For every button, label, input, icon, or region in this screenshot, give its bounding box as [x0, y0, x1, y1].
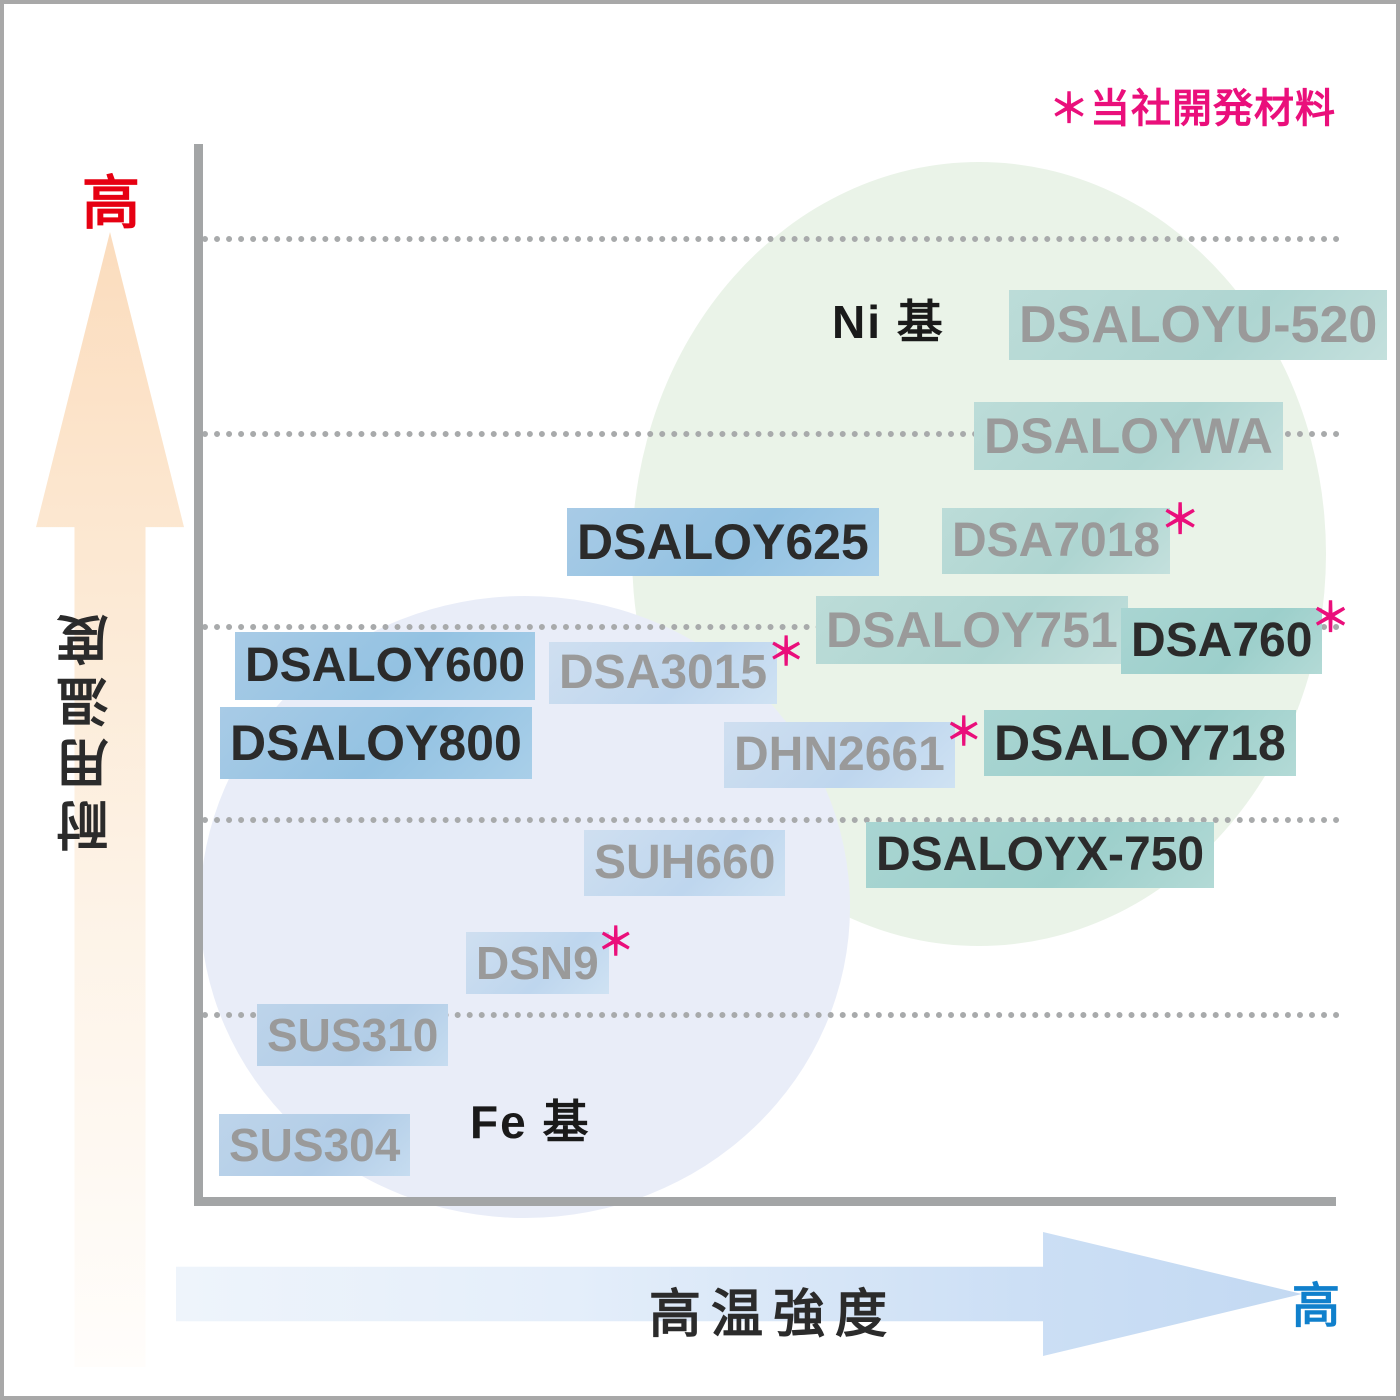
x-axis-label: 高温強度 [649, 1286, 898, 1344]
material-label: DSALOY800 [230, 715, 522, 771]
material-chip-dsaloy600[interactable]: DSALOY600 [235, 632, 536, 700]
material-chip-dsa3015[interactable]: DSA3015 ＊ [549, 634, 805, 704]
material-chip-dsa7018[interactable]: DSA7018 ＊ [942, 500, 1200, 574]
material-label: SUS310 [267, 1009, 439, 1061]
material-chip-dsaloywa[interactable]: DSALOYWA [974, 402, 1283, 470]
developed-star-icon: ＊ [767, 632, 806, 674]
y-axis-label: 耐用温度 [59, 604, 117, 852]
material-label: DSALOY751 [826, 602, 1118, 658]
gridline-5 [202, 1012, 1340, 1018]
material-chip-dsn9[interactable]: DSN9 ＊ [466, 924, 635, 994]
material-chip-sus304[interactable]: SUS304 [219, 1114, 411, 1176]
gridline-3 [202, 624, 1340, 630]
material-label: DSALOYX-750 [876, 828, 1205, 881]
material-label: DSALOYWA [984, 408, 1273, 464]
material-chip-dsaloyx-750[interactable]: DSALOYX-750 [866, 822, 1215, 888]
developed-star-icon: ＊ [1160, 498, 1201, 542]
material-label: SUH660 [594, 836, 776, 889]
developed-star-icon: ＊ [1310, 596, 1351, 640]
material-chip-dsaloy800[interactable]: DSALOY800 [220, 707, 532, 779]
developed-star-icon: ＊ [596, 922, 635, 964]
material-label: DHN2661 [734, 728, 945, 781]
x-axis-high-label: 高 [1292, 1280, 1341, 1333]
material-label: SUS304 [229, 1119, 401, 1171]
group-label-ni: Ni 基 [832, 296, 945, 348]
material-label: DSALOYU-520 [1019, 296, 1378, 354]
y-axis-line [194, 144, 203, 1206]
material-label: DSALOY625 [577, 514, 869, 570]
gridline-2 [202, 431, 1340, 437]
legend-developed-materials: ＊当社開発材料 [1049, 87, 1336, 131]
material-label: DSA3015 [559, 646, 768, 699]
material-chip-suh660[interactable]: SUH660 [584, 830, 786, 896]
material-chip-dhn2661[interactable]: DHN2661 ＊ [724, 714, 983, 788]
y-axis-high-label: 高 [82, 171, 141, 236]
x-axis-line [194, 1197, 1336, 1206]
material-chip-dsaloy625[interactable]: DSALOY625 [567, 508, 879, 576]
material-chip-dsaloyu-520[interactable]: DSALOYU-520 [1009, 290, 1388, 360]
material-label: DSA7018 [952, 514, 1161, 567]
material-chip-dsaloy751[interactable]: DSALOY751 [816, 596, 1128, 664]
material-chip-dsa760[interactable]: DSA760 ＊ [1121, 598, 1350, 674]
material-chip-dsaloy718[interactable]: DSALOY718 [984, 710, 1296, 776]
material-label: DSALOY600 [245, 639, 526, 692]
material-chip-sus310[interactable]: SUS310 [257, 1004, 449, 1066]
material-label: DSALOY718 [994, 715, 1286, 771]
gridline-1 [202, 236, 1340, 242]
group-label-fe: Fe 基 [470, 1096, 591, 1148]
gridline-4 [202, 817, 1340, 823]
material-label: DSN9 [476, 937, 599, 989]
material-label: DSA760 [1131, 614, 1313, 667]
developed-star-icon: ＊ [944, 712, 983, 754]
